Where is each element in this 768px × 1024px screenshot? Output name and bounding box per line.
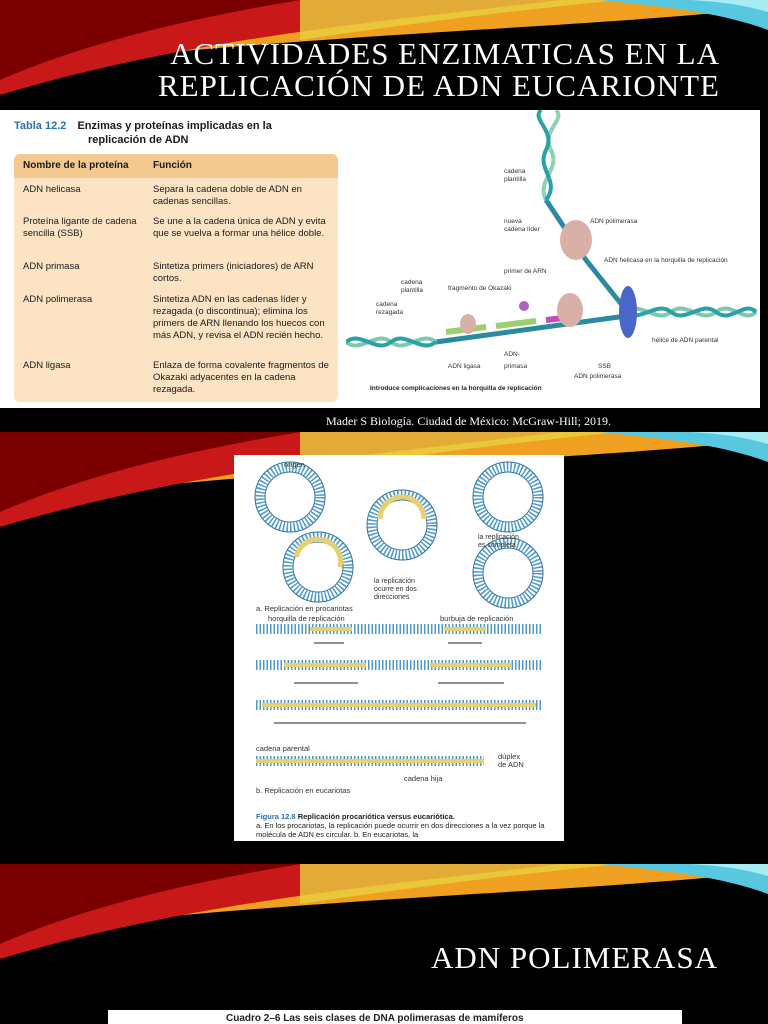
svg-text:es completa: es completa xyxy=(478,542,516,549)
svg-text:cadena: cadena xyxy=(504,168,526,175)
table-heading: Tabla 12.2 Enzimas y proteínas implicada… xyxy=(14,120,272,132)
label-horquilla: horquilla de replicación xyxy=(268,614,345,623)
slide-title: Actividades enzimaticas en la replicació… xyxy=(158,38,720,102)
svg-text:rezagada: rezagada xyxy=(376,309,403,316)
table-title-line-2: replicación de ADN xyxy=(88,134,189,146)
diagram-caption: Introduce complicaciones en la horquilla… xyxy=(370,385,542,392)
label-helice-parental: hélice de ADN parental xyxy=(652,337,719,344)
label-ssb: SSB xyxy=(598,363,611,370)
svg-text:cadena: cadena xyxy=(401,279,423,286)
figure-caption: Figura 12.8 Replicación procariótica ver… xyxy=(256,812,556,839)
figure-number: Figura 12.8 xyxy=(256,812,296,821)
svg-text:nueva: nueva xyxy=(504,218,522,225)
row-protein: ADN helicasa xyxy=(23,184,81,195)
row-function: Enlaza de forma covalente fragmentos de … xyxy=(153,360,329,395)
svg-text:cadena: cadena xyxy=(376,301,398,308)
svg-text:ADN-: ADN- xyxy=(504,351,520,358)
table-number: Tabla 12.2 xyxy=(14,120,67,132)
title-line-2: replicación de ADN eucarionte xyxy=(157,68,720,103)
label-sub-b: b. Replicación en eucariotas xyxy=(256,786,350,795)
row-function: Sintetiza ADN en las cadenas líder y rez… xyxy=(153,294,325,341)
label-primer-arn: primer de ARN xyxy=(504,268,547,275)
header-protein-name: Nombre de la proteína xyxy=(23,160,129,171)
label-helicasa: ADN helicasa en la horquilla de replicac… xyxy=(604,257,728,264)
svg-text:ocurre en dos: ocurre en dos xyxy=(374,586,417,593)
table-caption: Cuadro 2–6 Las seis clases de DNA polime… xyxy=(226,1013,524,1024)
figure-panel: origen la replicación ocurre en dos dire… xyxy=(234,455,564,841)
replication-fork-diagram: cadena plantilla nueva cadena líder ADN … xyxy=(346,110,758,392)
row-protein: ADN primasa xyxy=(23,261,80,272)
svg-text:plantilla: plantilla xyxy=(401,287,423,294)
table-header-row: Nombre de la proteína Función xyxy=(14,154,338,178)
label-ligasa: ADN ligasa xyxy=(448,363,481,370)
row-protein: ADN polimerasa xyxy=(23,294,93,305)
label-origen: origen xyxy=(284,460,305,469)
svg-text:de ADN: de ADN xyxy=(498,760,524,769)
slide-title: ADN polimerasa xyxy=(431,940,718,975)
label-cadena-hija: cadena hija xyxy=(404,774,443,783)
citation: Mader S Biología. Ciudad de México: McGr… xyxy=(326,414,611,428)
svg-text:cadena líder: cadena líder xyxy=(504,226,541,233)
slide-polymerase: ADN polimerasa Cuadro 2–6 Las seis clase… xyxy=(0,864,768,1024)
polymerase-table-panel: Cuadro 2–6 Las seis clases de DNA polime… xyxy=(108,1010,682,1024)
row-function: Separa la cadena doble de ADN en cadenas… xyxy=(153,184,302,207)
row-protein: ADN ligasa xyxy=(23,360,71,371)
slide-enzyme-activities: Actividades enzimaticas en la replicació… xyxy=(0,0,768,432)
label-polimerasa-bottom: ADN polimerasa xyxy=(574,373,622,380)
table-title-line-1: Enzimas y proteínas implicadas en la xyxy=(77,120,272,132)
label-sub-a: a. Replicación en procariotas xyxy=(256,604,353,613)
row-function: Sintetiza primers (iniciadores) de ARN c… xyxy=(153,261,314,284)
decorative-swoosh xyxy=(0,864,768,959)
svg-text:dúplex: dúplex xyxy=(498,752,520,761)
replication-figure: origen la replicación ocurre en dos dire… xyxy=(254,460,544,795)
svg-text:la replicación: la replicación xyxy=(478,534,519,541)
label-burbuja: burbuja de replicación xyxy=(440,614,513,623)
svg-text:la replicación: la replicación xyxy=(374,578,415,585)
row-protein: Proteína ligante de cadena sencilla (SSB… xyxy=(23,216,137,239)
svg-text:primasa: primasa xyxy=(504,363,528,370)
figure-text: a. En los procariotas, la replicación pu… xyxy=(256,821,545,839)
label-okazaki: fragmento de Okazaki xyxy=(448,285,512,292)
svg-text:plantilla: plantilla xyxy=(504,176,526,183)
header-function: Función xyxy=(153,160,192,171)
figure-title: Replicación procariótica versus eucariót… xyxy=(297,812,455,821)
title-line-1: Actividades enzimaticas en la xyxy=(170,36,720,71)
slide-replication-figure: origen la replicación ocurre en dos dire… xyxy=(0,432,768,864)
label-polimerasa-top: ADN polimerasa xyxy=(590,218,638,225)
decorative-swoosh xyxy=(0,0,768,95)
label-cadena-parental: cadena parental xyxy=(256,744,310,753)
enzyme-table: Nombre de la proteína Función ADN helica… xyxy=(14,154,338,402)
row-function: Se une a la cadena única de ADN y evita … xyxy=(153,216,326,239)
svg-text:direcciones: direcciones xyxy=(374,594,410,601)
textbook-excerpt-panel: Tabla 12.2 Enzimas y proteínas implicada… xyxy=(0,110,760,408)
